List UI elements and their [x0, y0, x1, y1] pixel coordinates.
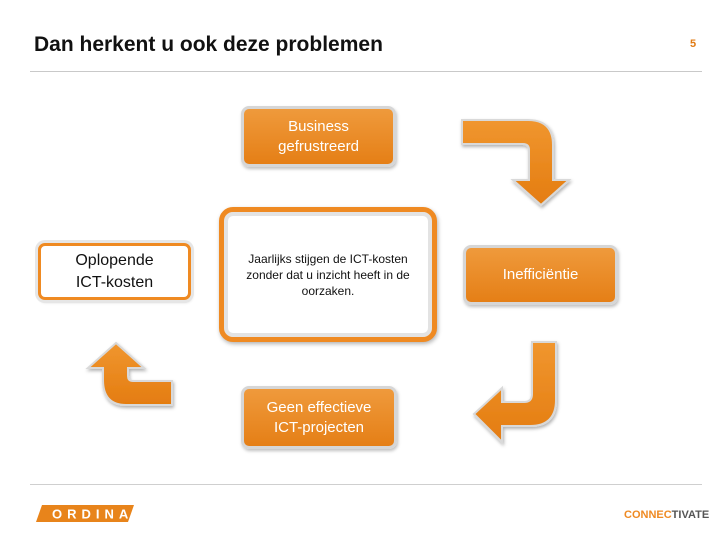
box-business-frustrated: Business gefrustreerd — [241, 106, 396, 167]
box-inefficiency: Inefficiëntie — [463, 245, 618, 305]
page-number: 5 — [690, 38, 697, 50]
box-rising-ict-costs: Oplopende ICT-kosten — [38, 243, 191, 300]
box-no-effective-ict-projects: Geen effectieve ICT-projecten — [241, 386, 397, 449]
slide-title: Dan herkent u ook deze problemen — [34, 33, 383, 56]
header-divider — [30, 71, 702, 72]
curved-arrow-icon — [461, 119, 572, 207]
connectivate-logo-part2: TIVATE — [671, 509, 710, 521]
curved-arrow-icon — [85, 341, 173, 406]
svg-text:ORDINA: ORDINA — [52, 507, 133, 522]
footer-divider — [30, 484, 702, 485]
connectivate-logo-part1: CONNEC — [624, 509, 672, 521]
curved-arrow-icon — [472, 341, 557, 445]
box-center-statement: Jaarlijks stijgen de ICT-kosten zonder d… — [219, 207, 437, 342]
connectivate-logo: CONNECTIVATE — [624, 509, 709, 521]
ordina-logo: ORDINA — [36, 505, 134, 522]
